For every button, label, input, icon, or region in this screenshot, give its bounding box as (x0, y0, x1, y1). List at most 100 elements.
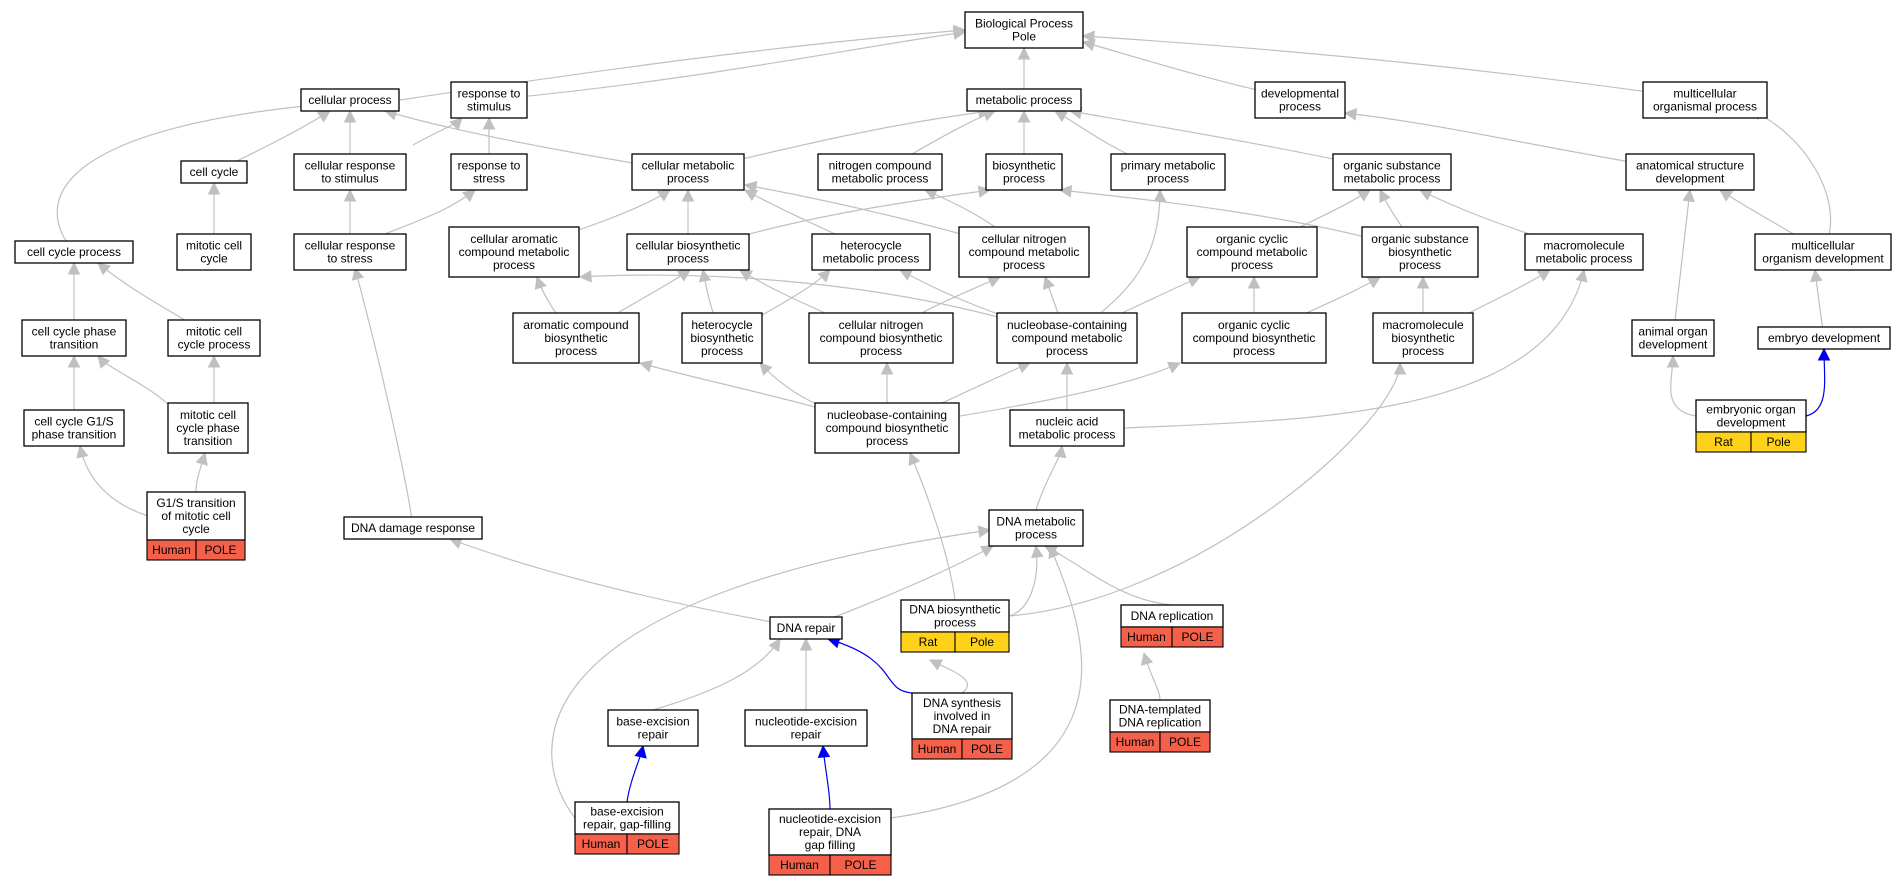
go-term-node[interactable]: cell cycle process (14, 240, 134, 264)
svg-text:POLE: POLE (971, 742, 1003, 756)
node-box (180, 160, 248, 184)
edge-arrowhead (351, 266, 365, 281)
edge-line (1672, 189, 1691, 339)
node-label: base-excision (616, 715, 689, 729)
node-label: cycle (182, 522, 210, 536)
node-label: to stimulus (321, 172, 378, 186)
species-badge: Rat (900, 631, 956, 653)
svg-text:Pole: Pole (1766, 435, 1790, 449)
node-label: stress (473, 172, 505, 186)
edge-line (1044, 545, 1173, 606)
node-label: gap filling (805, 838, 856, 852)
node-label: macromolecule (1382, 318, 1464, 332)
species-badge: Rat (1695, 431, 1752, 453)
node-label: repair, DNA (799, 825, 861, 839)
node-label: DNA-templated (1119, 703, 1201, 717)
node-label: process (667, 252, 709, 266)
edge-arrowhead (195, 451, 208, 466)
node-label: nucleobase-containing (827, 408, 947, 422)
edge-arrowhead (768, 638, 781, 653)
node-box (631, 153, 745, 191)
edge-arrowhead (462, 189, 476, 203)
svg-text:Rat: Rat (1714, 435, 1733, 449)
go-term-node[interactable]: cellular process (300, 88, 400, 112)
species-badge: Human (574, 833, 628, 855)
node-label: biosynthetic (1391, 331, 1454, 345)
node-label: response to (458, 159, 521, 173)
node-label: primary metabolic (1121, 159, 1216, 173)
go-term-node[interactable]: embryo development (1757, 326, 1891, 350)
edge-arrowhead (67, 354, 81, 368)
node-label: cellular process (308, 93, 391, 107)
node-label: heterocycle (840, 239, 902, 253)
go-term-node[interactable]: cell cycle (180, 160, 248, 184)
go-term-node[interactable]: DNA repair (769, 616, 843, 640)
node-label: DNA synthesis (923, 696, 1001, 710)
go-term-node[interactable]: metabolic process (966, 88, 1082, 112)
node-label: transition (50, 338, 99, 352)
node-label: organic cyclic (1216, 232, 1288, 246)
node-label: repair (638, 728, 669, 742)
node-label: cellular metabolic (642, 159, 735, 173)
node-label: mitotic cell (180, 408, 236, 422)
go-term-node[interactable]: DNA damage response (343, 516, 483, 540)
edge-arrowhead (1081, 30, 1095, 44)
edge-line (1123, 269, 1585, 429)
node-label: DNA replication (1119, 716, 1202, 730)
edge-arrowhead (578, 270, 592, 283)
node-box (681, 312, 763, 364)
edge-arrowhead (743, 180, 758, 194)
node-label: compound biosynthetic (1193, 331, 1316, 345)
edge-arrowhead (343, 188, 357, 202)
edge-arrowhead (1186, 275, 1202, 288)
edge-line (1082, 35, 1706, 101)
node-label: embryo development (1768, 331, 1881, 345)
